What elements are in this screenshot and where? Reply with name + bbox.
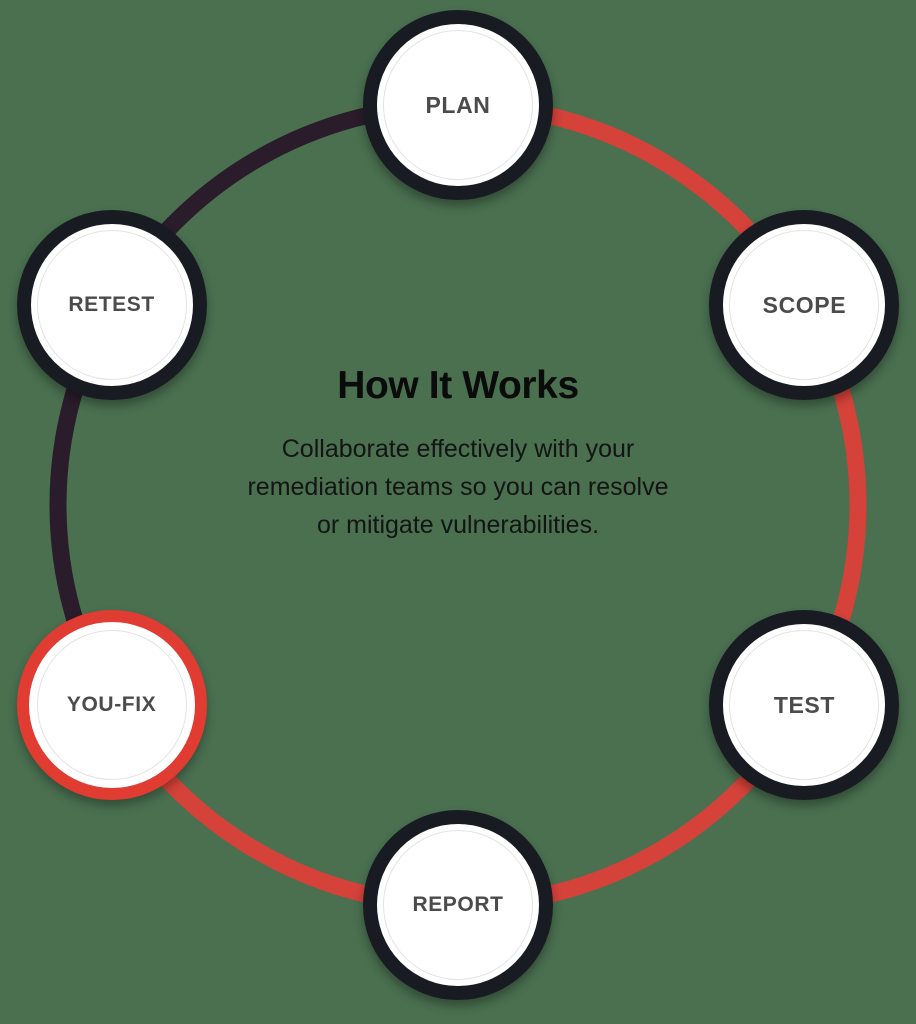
cycle-node-label-you-fix: YOU-FIX bbox=[66, 693, 157, 716]
subtitle-line-2: remediation teams so you can resolve bbox=[247, 472, 669, 501]
subtitle-line-1: Collaborate effectively with your bbox=[281, 434, 635, 463]
cycle-node-label-report: REPORT bbox=[412, 893, 504, 916]
cycle-node-you-fix[interactable]: YOU-FIX bbox=[16, 610, 207, 800]
cycle-node-label-scope: SCOPE bbox=[762, 291, 847, 318]
page-title: How It Works bbox=[337, 364, 579, 407]
cycle-node-label-retest: RETEST bbox=[68, 293, 155, 316]
cycle-node-report[interactable]: REPORT bbox=[363, 810, 553, 1000]
cycle-node-test[interactable]: TEST bbox=[709, 610, 900, 800]
center-text-block: How It Works Collaborate effectively wit… bbox=[178, 364, 738, 544]
cycle-node-label-plan: PLAN bbox=[425, 91, 491, 118]
cycle-node-plan[interactable]: PLAN bbox=[363, 10, 553, 200]
subtitle-line-3: or mitigate vulnerabilities. bbox=[316, 510, 600, 539]
cycle-node-label-test: TEST bbox=[773, 691, 835, 718]
center-subtitle: Collaborate effectively with your remedi… bbox=[178, 430, 738, 544]
